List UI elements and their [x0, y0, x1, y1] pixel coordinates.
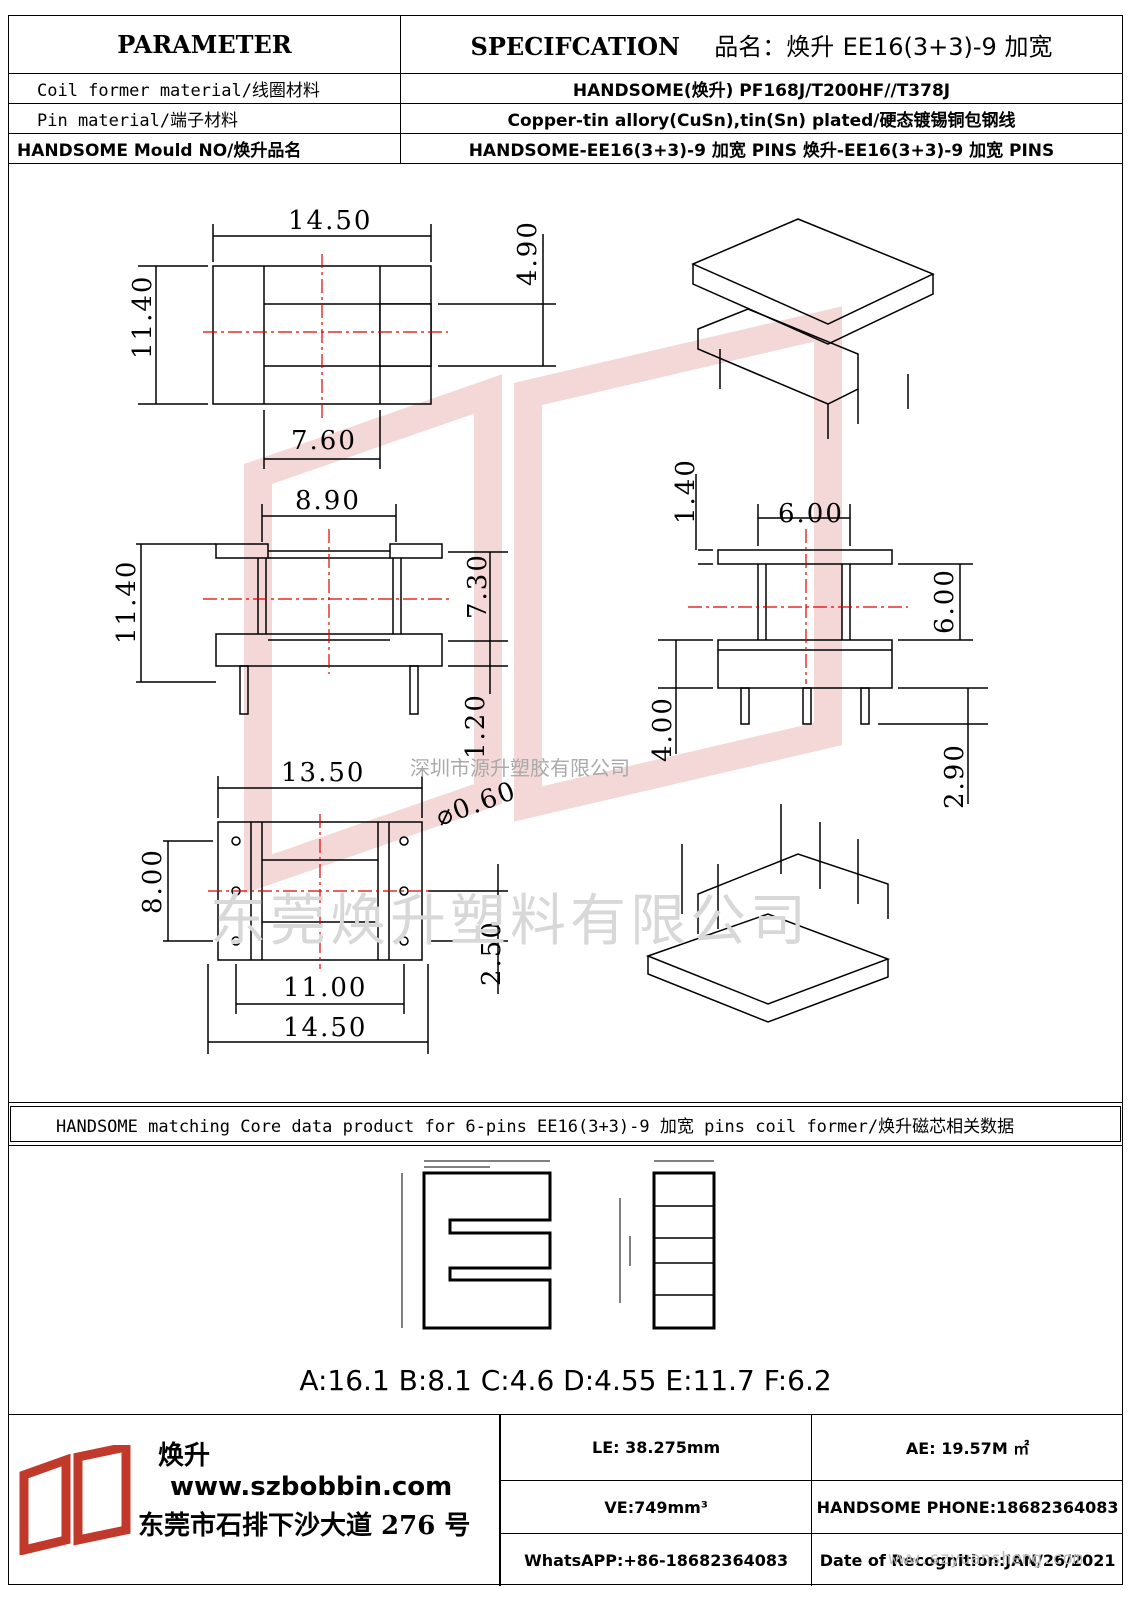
phone: HANDSOME PHONE:18682364083	[811, 1480, 1123, 1535]
watermark-company-large: 东莞焕升塑料有限公司	[210, 889, 810, 954]
pin-material-value: Copper-tin allory(CuSn),tin(Sn) plated/硬…	[400, 103, 1123, 134]
dim-I: 4.00	[648, 696, 678, 762]
core-title-text: HANDSOME matching Core data product for …	[56, 1116, 1015, 1137]
core-values: A:16.1 B:8.1 C:4.6 D:4.55 E:11.7 F:6.2	[299, 1364, 832, 1397]
isometric-bottom	[645, 804, 891, 1023]
front-view	[136, 504, 508, 715]
pin-material-label: Pin material/端子材料	[8, 103, 401, 134]
brand-name: 焕升	[158, 1441, 211, 1471]
dim-H: 1.20	[461, 693, 491, 759]
coil-material-value: HANDSOME(焕升) PF168J/T200HF//T378J	[400, 73, 1123, 104]
e-core-end	[652, 1171, 716, 1330]
dim-Q: 14.50	[283, 1013, 367, 1043]
ve-value: VE:749mm³	[499, 1480, 813, 1535]
dim-A: 14.50	[288, 206, 372, 236]
whatsapp: WhatsAPP:+86-18682364083	[499, 1533, 813, 1586]
dim-F: 11.40	[112, 560, 142, 644]
e-core-side	[422, 1171, 552, 1330]
core-info-table: LE: 38.275mm AE: 19.57M ㎡ VE:749mm³ HAND…	[499, 1415, 1123, 1586]
company-logo-icon	[19, 1445, 131, 1555]
dim-D: 7.60	[291, 426, 357, 456]
product-label: 品名：焕升	[714, 33, 835, 61]
watermark-url: www.szyuansheng.com	[888, 1549, 1083, 1569]
product-name: EE16(3+3)-9 加宽	[842, 33, 1053, 61]
spec-table: PARAMETER SPECIFCATION 品名：焕升 EE16(3+3)-9…	[8, 15, 1123, 164]
side-view	[658, 474, 988, 804]
dim-N: 13.50	[281, 758, 365, 788]
dim-O: 8.00	[138, 848, 168, 914]
top-view	[138, 224, 556, 469]
dim-R: 2.50	[477, 920, 507, 986]
mould-no-value: HANDSOME-EE16(3+3)-9 加宽 PINS 焕升-EE16(3+3…	[400, 133, 1123, 164]
spec-title: SPECIFCATION	[470, 32, 680, 61]
watermark-logo	[244, 306, 842, 894]
dim-E: 8.90	[295, 486, 361, 516]
address: 东莞市石排下沙大道 276 号	[138, 1511, 471, 1541]
dim-B: 4.90	[513, 220, 543, 286]
dim-G: 7.30	[463, 553, 493, 619]
parameter-header: PARAMETER	[8, 15, 401, 74]
core-drawing	[401, 1160, 716, 1330]
isometric-top	[691, 218, 935, 439]
technical-drawing: 14.50 7.60 8.90 6.00 13.50 ⌀0.60 11.00 1…	[112, 206, 988, 1054]
website[interactable]: 焕升 www.szbobbin.com	[158, 1435, 499, 1502]
recognition-date: Date of Recognition:JAN/26/2021	[811, 1533, 1123, 1586]
specification-header: SPECIFCATION 品名：焕升 EE16(3+3)-9 加宽	[400, 15, 1123, 74]
dim-C: 11.40	[128, 275, 158, 359]
dim-J: 6.00	[778, 499, 844, 529]
ae-value: AE: 19.57M ㎡	[811, 1415, 1123, 1481]
watermark-company-small: 深圳市源升塑胶有限公司	[410, 756, 630, 780]
footer: 焕升 www.szbobbin.com 东莞市石排下沙大道 276 号 LE: …	[8, 1414, 1123, 1586]
core-section-title: HANDSOME matching Core data product for …	[8, 1102, 1123, 1146]
le-value: LE: 38.275mm	[499, 1415, 813, 1481]
website-url: www.szbobbin.com	[170, 1472, 453, 1502]
dim-1-40: 1.40	[671, 458, 701, 524]
dim-L: 2.90	[940, 743, 970, 809]
dim-K: 6.00	[930, 568, 960, 634]
logo-area: 焕升 www.szbobbin.com 东莞市石排下沙大道 276 号	[8, 1415, 500, 1586]
mould-no-label: HANDSOME Mould NO/焕升品名	[8, 133, 401, 164]
coil-material-label: Coil former material/线圈材料	[8, 73, 401, 104]
dim-P: 11.00	[283, 973, 367, 1003]
core-title-box	[10, 1106, 1121, 1142]
